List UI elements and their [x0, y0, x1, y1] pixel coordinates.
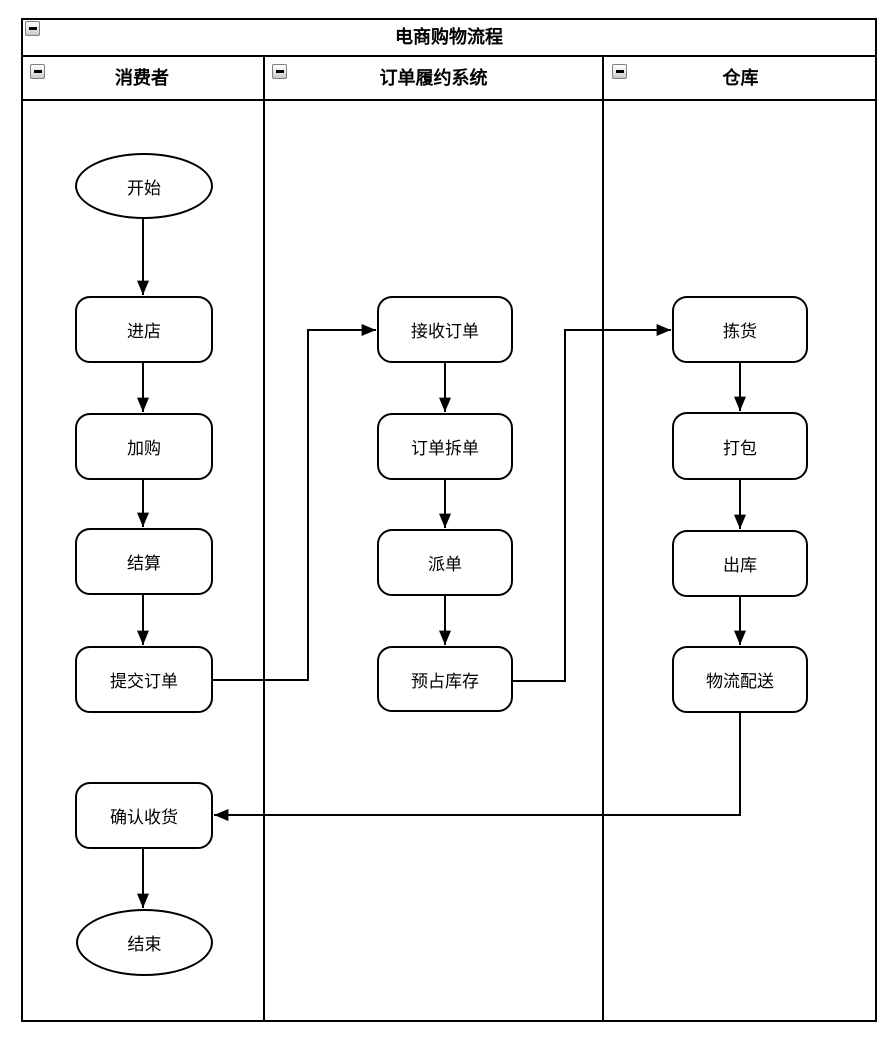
- node-outbound[interactable]: 出库: [672, 530, 808, 597]
- node-split-order[interactable]: 订单拆单: [377, 413, 513, 480]
- edge-reserve-inventory-to-pick-goods[interactable]: [513, 324, 671, 682]
- node-label: 提交订单: [110, 672, 178, 691]
- node-end[interactable]: 结束: [76, 909, 213, 976]
- node-label: 打包: [723, 438, 757, 458]
- node-label: 派单: [428, 555, 462, 574]
- minus-icon: [615, 70, 624, 73]
- node-label: 拣货: [723, 322, 757, 341]
- node-checkout[interactable]: 结算: [75, 528, 213, 595]
- node-label: 加购: [127, 439, 161, 458]
- node-label: 确认收货: [110, 808, 178, 827]
- minus-icon: [28, 27, 37, 30]
- node-label: 物流配送: [706, 672, 774, 691]
- lane-label-warehouse: 仓库: [722, 68, 759, 88]
- collapse-lane-fulfillment-button[interactable]: [272, 64, 287, 79]
- collapse-pool-button[interactable]: [25, 21, 40, 36]
- node-label: 结算: [127, 554, 161, 573]
- node-reserve-inventory[interactable]: 预占库存: [377, 646, 513, 712]
- minus-icon: [275, 70, 284, 73]
- edge-submit-order-to-receive-order[interactable]: [213, 324, 376, 681]
- node-receive-order[interactable]: 接收订单: [377, 296, 513, 363]
- node-submit-order[interactable]: 提交订单: [75, 646, 213, 713]
- lane-label-fulfillment: 订单履约系统: [379, 68, 488, 88]
- node-start[interactable]: 开始: [75, 153, 213, 219]
- node-dispatch-order[interactable]: 派单: [377, 529, 513, 596]
- lane-divider-1: [263, 57, 265, 1020]
- collapse-lane-consumer-button[interactable]: [30, 64, 45, 79]
- node-confirm-receipt[interactable]: 确认收货: [75, 782, 213, 849]
- header-row-separator: [21, 99, 877, 101]
- lane-divider-2: [602, 57, 604, 1020]
- node-add-to-cart[interactable]: 加购: [75, 413, 213, 480]
- node-label: 进店: [127, 322, 161, 341]
- lane-label-consumer: 消费者: [115, 68, 169, 88]
- node-label: 订单拆单: [411, 439, 479, 458]
- title-row-separator: [21, 55, 877, 57]
- diagram-title: 电商购物流程: [395, 27, 503, 47]
- node-label: 开始: [127, 178, 161, 198]
- node-label: 结束: [127, 935, 162, 954]
- edge-logistics-delivery-to-confirm-receipt[interactable]: [213, 713, 741, 821]
- node-logistics-delivery[interactable]: 物流配送: [672, 646, 808, 713]
- minus-icon: [33, 70, 42, 73]
- node-label: 出库: [723, 556, 757, 575]
- node-pack[interactable]: 打包: [672, 412, 808, 480]
- node-pick-goods[interactable]: 拣货: [672, 296, 808, 363]
- collapse-lane-warehouse-button[interactable]: [612, 64, 627, 79]
- node-label: 接收订单: [411, 322, 479, 341]
- node-enter-store[interactable]: 进店: [75, 296, 213, 363]
- node-label: 预占库存: [411, 671, 479, 691]
